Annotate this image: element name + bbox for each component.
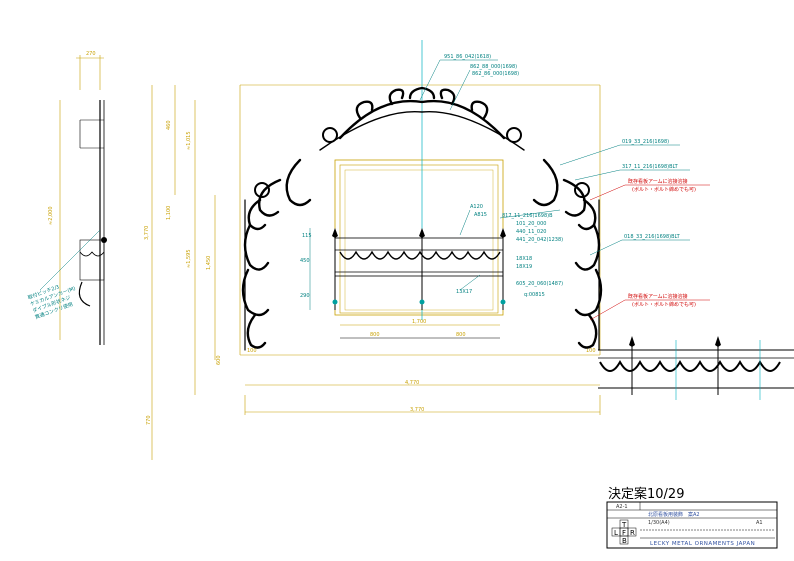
right-offset-dim: 100 xyxy=(586,348,596,354)
vdim-1450: 1,450 xyxy=(206,256,212,270)
side-view: 270 ≈2,000 取付ピッチ2/3 ケミカルアンカー(M) ダイプル形状ネジ… xyxy=(27,51,107,345)
drawing-no: A2-1 xyxy=(616,504,628,510)
svg-text:B: B xyxy=(622,537,627,545)
spear-finial-icon xyxy=(715,336,721,347)
svg-text:019_33_216(1698): 019_33_216(1698) xyxy=(622,139,669,145)
front-dimensions: 460 ≈1,015 1,100 ≈1,595 3,770 1,450 600 … xyxy=(144,84,601,460)
page-ref: A1 xyxy=(756,520,763,526)
rail-dim-450: 450 xyxy=(300,258,310,264)
svg-text:440_11_020: 440_11_020 xyxy=(516,229,546,235)
callouts: 951_86_042(1618) 862_88_000(1698) 862_86… xyxy=(419,54,710,321)
svg-text:018_33_216(1698)BLT: 018_33_216(1698)BLT xyxy=(624,234,681,240)
left-offset-dim: 100 xyxy=(247,348,257,354)
svg-text:既存看板アームに溶接溶接: 既存看板アームに溶接溶接 xyxy=(628,178,688,185)
svg-text:862_88_000(1698): 862_88_000(1698) xyxy=(470,64,517,70)
vdim-1100: 1,100 xyxy=(166,206,172,220)
title-block: A2-1 北原看板用装飾 案A2 1/30(A4) A1 T L F R B L… xyxy=(606,501,778,549)
railing-front: 115 450 290 xyxy=(300,228,506,310)
svg-text:13X17: 13X17 xyxy=(456,289,472,295)
spear-finial-icon xyxy=(629,336,635,347)
rail-dim-290: 290 xyxy=(300,293,310,299)
svg-text:A815: A815 xyxy=(474,212,487,218)
svg-text:18X19: 18X19 xyxy=(516,264,532,270)
svg-text:605_20_060(1487): 605_20_060(1487) xyxy=(516,281,563,287)
sign-panel xyxy=(334,159,504,316)
svg-text:317_11_216(1698)BLT: 317_11_216(1698)BLT xyxy=(622,164,679,170)
spear-finial-icon xyxy=(332,228,338,238)
inner-width-dim: 4,770 xyxy=(405,380,419,386)
svg-text:既存看板アームに溶接溶接: 既存看板アームに溶接溶接 xyxy=(628,293,688,300)
vdim-600: 600 xyxy=(216,355,222,365)
svg-text:(ボルト・ボルト締めでも可): (ボルト・ボルト締めでも可) xyxy=(632,186,696,193)
svg-text:18X18: 18X18 xyxy=(516,256,532,262)
spear-finial-icon xyxy=(419,228,425,238)
svg-text:L: L xyxy=(614,529,618,537)
scale-date: 1/30(A4) xyxy=(648,520,670,526)
railing-detail xyxy=(598,336,794,400)
svg-text:441_20_042(1238): 441_20_042(1238) xyxy=(516,237,563,243)
side-height-dim: ≈2,000 xyxy=(48,206,54,225)
side-width-dim: 270 xyxy=(86,51,96,57)
rail-dim-115: 115 xyxy=(302,233,312,239)
window-width-dim: 1,700 xyxy=(412,319,426,325)
project-name: 北原看板用装飾 案A2 xyxy=(648,511,700,518)
vdim-460: 460 xyxy=(166,120,172,130)
svg-text:F: F xyxy=(622,529,626,537)
svg-text:T: T xyxy=(621,521,627,529)
vdim-1015: ≈1,015 xyxy=(186,131,192,150)
svg-text:R: R xyxy=(630,529,635,537)
vdim-3770: 3,770 xyxy=(144,226,150,240)
svg-text:q:00815: q:00815 xyxy=(524,292,545,298)
svg-text:(ボルト・ボルト締めでも可): (ボルト・ボルト締めでも可) xyxy=(632,301,696,308)
bottom-width-dim: 3,770 xyxy=(410,407,424,413)
vdim-1595: ≈1,595 xyxy=(186,249,192,268)
window-half-right: 800 xyxy=(456,332,466,338)
svg-text:817_11_216(1698)B: 817_11_216(1698)B xyxy=(502,213,553,219)
spear-finial-icon xyxy=(500,228,506,238)
side-note: 取付ピッチ2/3 ケミカルアンカー(M) ダイプル形状ネジ 貫通コンクリ使用 xyxy=(27,283,77,321)
svg-text:101_20_000: 101_20_000 xyxy=(516,221,546,227)
company-name: LECKY METAL ORNAMENTS JAPAN xyxy=(650,541,755,547)
svg-text:862_86_000(1698): 862_86_000(1698) xyxy=(472,71,519,77)
vdim-770: 770 xyxy=(146,415,152,425)
decision-stamp: 決定案10/29 xyxy=(608,487,684,502)
arch-ornament xyxy=(241,86,603,351)
svg-text:951_86_042(1618): 951_86_042(1618) xyxy=(444,54,491,60)
svg-text:A120: A120 xyxy=(470,204,483,210)
finial-icon xyxy=(101,237,107,243)
window-half-left: 800 xyxy=(370,332,380,338)
